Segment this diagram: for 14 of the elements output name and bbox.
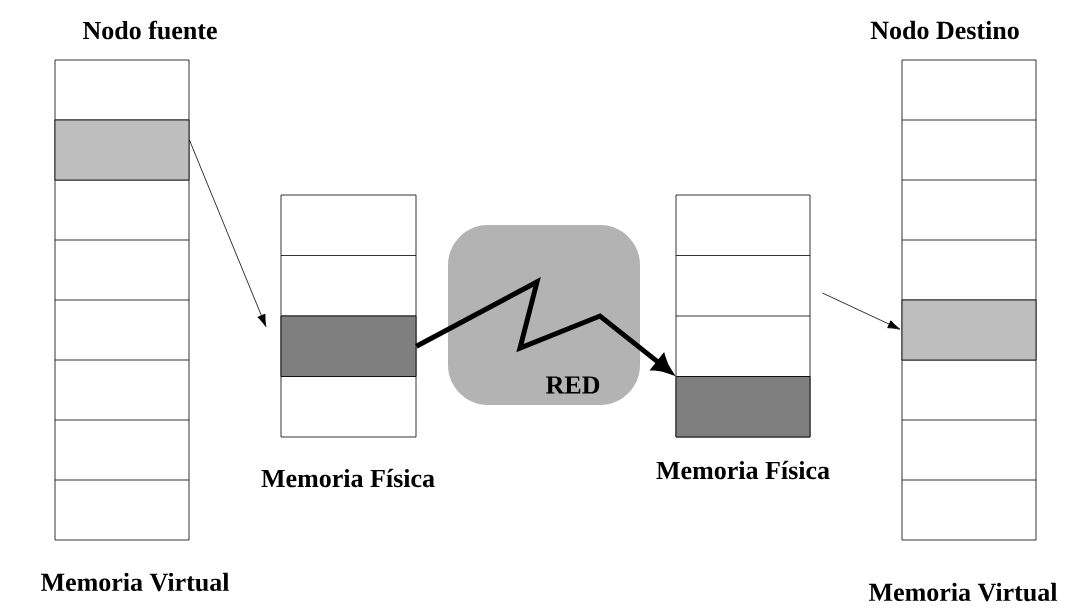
memory-cell [54, 119, 190, 181]
node-label: Memoria Virtual [869, 582, 1058, 602]
memory-cell [901, 299, 1037, 361]
node-label: Memoria Física [656, 460, 830, 480]
memory-cell [675, 376, 811, 438]
arrow [822, 292, 901, 330]
network-label: RED [546, 376, 600, 394]
node-label: Memoria Virtual [41, 572, 230, 592]
heading: Nodo Destino [870, 20, 1019, 40]
node-label: Memoria Física [261, 468, 435, 488]
heading: Nodo fuente [83, 20, 217, 40]
arrow [415, 277, 673, 374]
arrow [189, 139, 267, 327]
memory-cell [280, 315, 417, 377]
